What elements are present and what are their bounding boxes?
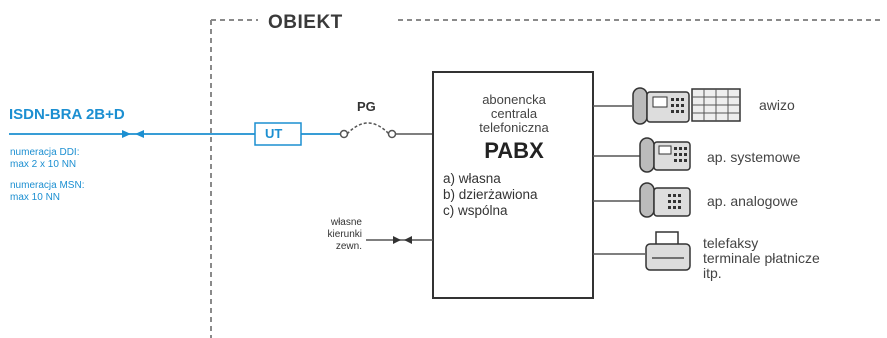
device-fax-line-3: itp.: [703, 265, 722, 281]
ddi-note-line-2: max 2 x 10 NN: [10, 159, 77, 170]
pabx-option-b: b) dzierżawiona: [443, 187, 538, 202]
ddi-note: numeracja DDI: max 2 x 10 NN: [10, 147, 79, 171]
pabx-description: abonencka centrala telefoniczna: [434, 93, 594, 135]
pabx-desc-line-2: centrala: [490, 106, 538, 121]
device-system-phones-label: ap. systemowe: [707, 149, 801, 165]
bidirectional-arrow-icon: [393, 236, 412, 244]
external-lines-label: własne kierunki zewn.: [300, 217, 362, 253]
system-phone-icon: [639, 137, 691, 173]
external-lines-line-1: własne: [330, 217, 362, 228]
pabx-desc-line-3: telefoniczna: [479, 120, 549, 135]
pabx-option-c: c) wspólna: [443, 203, 508, 218]
system-phone-with-keypad-icon: [632, 87, 741, 125]
msn-note-line-2: max 10 NN: [10, 192, 61, 203]
pabx-box: [432, 71, 594, 299]
analog-phone-icon: [639, 182, 691, 218]
device-fax-line-2: terminale płatnicze: [703, 250, 820, 266]
external-lines-line-3: zewn.: [335, 241, 362, 252]
device-fax-line-1: telefaksy: [703, 235, 759, 251]
object-label: OBIEKT: [268, 12, 343, 33]
msn-note: numeracja MSN: max 10 NN: [10, 180, 84, 204]
device-analog-phones-label: ap. analogowe: [707, 193, 799, 209]
pabx-title: PABX: [484, 138, 544, 163]
ddi-note-line-1: numeracja DDI:: [10, 147, 80, 158]
pabx-option-a: a) własna: [443, 171, 501, 186]
pg-label: PG: [357, 99, 376, 114]
external-lines-line-2: kierunki: [327, 229, 362, 240]
fax-machine-icon: [645, 231, 691, 271]
device-awizo-label: awizo: [759, 97, 795, 113]
msn-note-line-1: numeracja MSN:: [10, 180, 85, 191]
ut-label: UT: [265, 126, 283, 141]
pabx-desc-line-1: abonencka: [482, 92, 546, 107]
bidirectional-arrow-icon: [122, 130, 144, 138]
switch-icon: [339, 122, 397, 139]
isdn-line-label: ISDN-BRA 2B+D: [9, 106, 125, 123]
device-fax-label: telefaksy terminale płatnicze itp.: [703, 236, 820, 281]
